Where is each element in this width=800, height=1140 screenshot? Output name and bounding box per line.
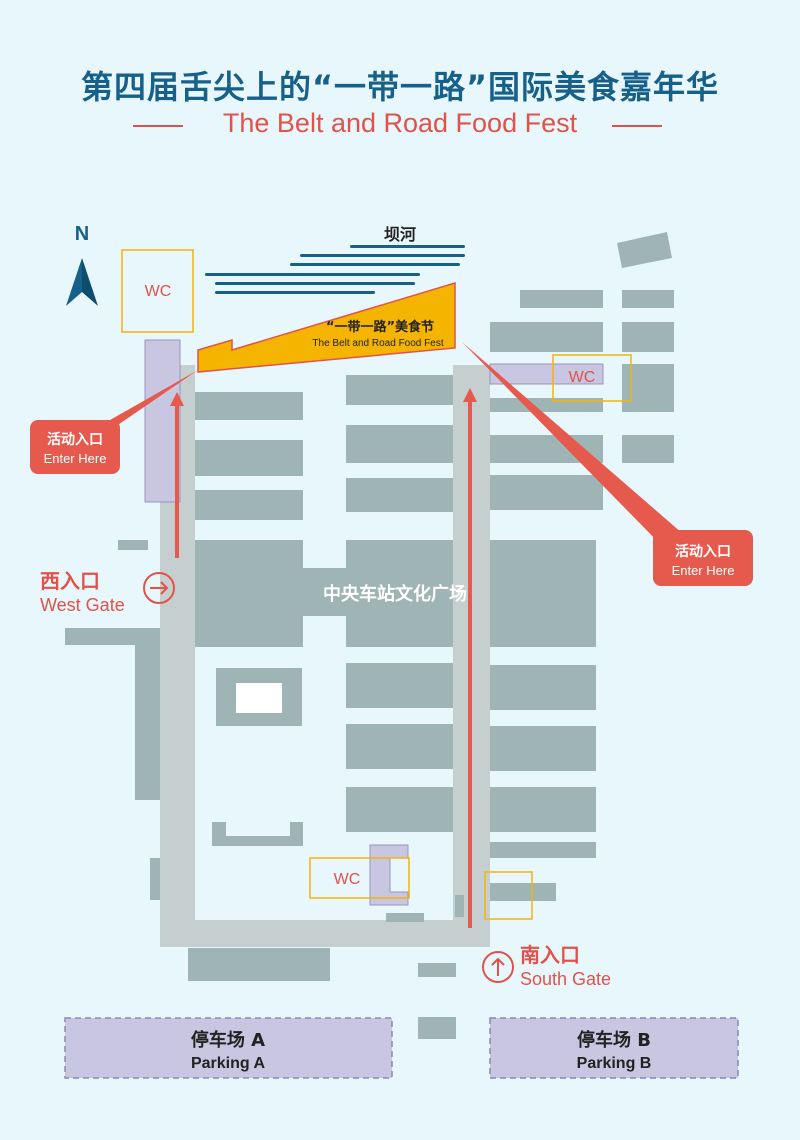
svg-text:WC: WC xyxy=(569,369,596,386)
festival-label-cn: “一带一路”美食节 xyxy=(326,319,434,335)
svg-text:西入口: 西入口 xyxy=(40,569,100,593)
svg-text:WC: WC xyxy=(145,283,172,300)
buildings xyxy=(65,232,674,1039)
svg-text:停车场 A: 停车场 A xyxy=(191,1029,265,1051)
south-gate-arrow-icon xyxy=(482,951,514,983)
svg-text:南入口: 南入口 xyxy=(520,943,580,967)
wc-top-right[interactable]: WC xyxy=(552,354,632,402)
svg-text:Enter Here: Enter Here xyxy=(44,451,107,466)
svg-text:South Gate: South Gate xyxy=(520,969,611,989)
festival-area[interactable] xyxy=(197,281,456,373)
svg-text:Enter Here: Enter Here xyxy=(672,563,735,578)
event-entrance-left[interactable]: 活动入口 Enter Here xyxy=(30,420,120,474)
subtitle-row: The Belt and Road Food Fest xyxy=(0,108,800,142)
parking-b[interactable]: 停车场 B Parking B xyxy=(489,1017,739,1079)
svg-text:WC: WC xyxy=(334,871,361,888)
north-arrow-icon xyxy=(66,258,98,306)
west-road-arrow xyxy=(170,392,184,558)
event-entrance-right[interactable]: 活动入口 Enter Here xyxy=(653,530,753,586)
svg-text:Parking A: Parking A xyxy=(191,1055,266,1072)
compass-label: N xyxy=(75,223,89,245)
south-road-arrow xyxy=(463,388,477,928)
central-plaza-label: 中央车站文化广场 xyxy=(323,583,467,605)
svg-text:Parking B: Parking B xyxy=(577,1055,652,1072)
subtitle-line-left xyxy=(133,125,183,127)
svg-text:West Gate: West Gate xyxy=(40,595,125,615)
river-lines xyxy=(205,245,465,294)
festival-label-en: The Belt and Road Food Fest xyxy=(312,338,443,349)
west-gate[interactable]: 西入口 West Gate xyxy=(40,569,175,615)
svg-text:活动入口: 活动入口 xyxy=(47,431,103,448)
subtitle-line-right xyxy=(612,125,662,127)
page-subtitle: The Belt and Road Food Fest xyxy=(222,108,578,138)
south-gate[interactable]: 南入口 South Gate xyxy=(482,943,611,989)
west-gate-arrow-icon xyxy=(143,572,175,604)
page-title: 第四届舌尖上的“一带一路”国际美食嘉年华 xyxy=(80,68,720,106)
wc-box-empty xyxy=(484,871,533,920)
svg-text:活动入口: 活动入口 xyxy=(675,543,731,560)
parking-a[interactable]: 停车场 A Parking A xyxy=(64,1017,393,1079)
wc-top-left[interactable]: WC xyxy=(121,249,194,333)
svg-text:停车场 B: 停车场 B xyxy=(577,1029,651,1051)
right-entrance-pointer xyxy=(462,342,690,552)
wc-bottom[interactable]: WC xyxy=(309,857,410,899)
left-entrance-pointer xyxy=(96,370,198,440)
river-label: 坝河 xyxy=(384,225,416,244)
